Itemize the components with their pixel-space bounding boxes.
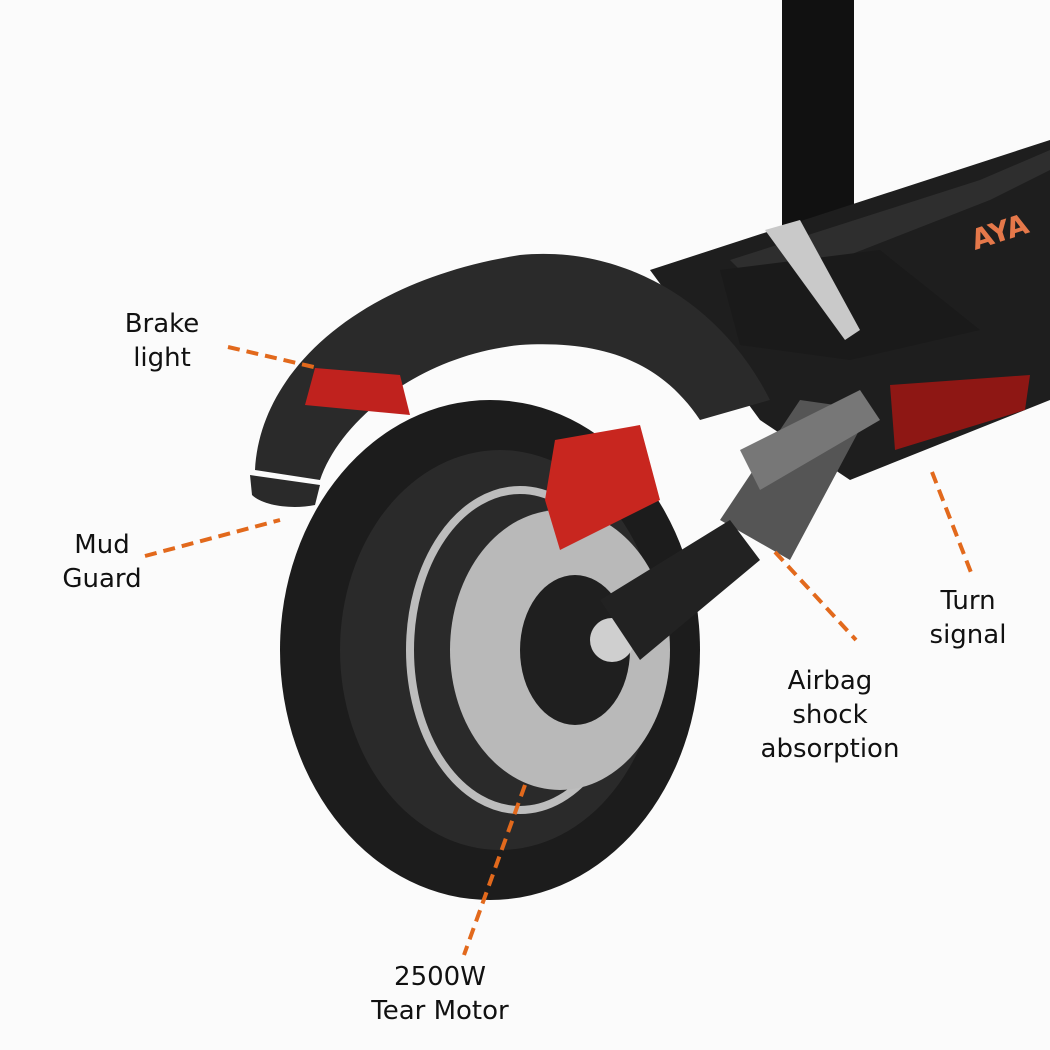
leader-motor bbox=[462, 784, 527, 956]
label-line: signal bbox=[929, 620, 1007, 650]
label-line: Tear Motor bbox=[371, 996, 509, 1026]
label-turn-signal: Turn signal bbox=[918, 584, 1018, 652]
label-line: 2500W bbox=[394, 962, 486, 992]
label-line: light bbox=[133, 343, 191, 373]
fold-bracket bbox=[720, 250, 980, 360]
label-line: Airbag bbox=[787, 666, 873, 696]
turn-signal bbox=[890, 375, 1030, 450]
leader-mud-guard bbox=[144, 518, 281, 558]
leader-brake-light bbox=[227, 345, 319, 370]
label-line: Mud bbox=[74, 530, 130, 560]
label-airbag-shock: Airbag shock absorption bbox=[750, 664, 910, 766]
label-mud-guard: Mud Guard bbox=[52, 528, 152, 596]
brake-caliper bbox=[545, 425, 660, 550]
label-line: Brake bbox=[124, 309, 200, 339]
label-line: Turn bbox=[940, 586, 996, 616]
brake-light bbox=[305, 368, 410, 415]
label-line: Guard bbox=[62, 564, 142, 594]
label-line: shock bbox=[792, 700, 868, 730]
leader-airbag bbox=[773, 550, 858, 642]
leader-lines bbox=[144, 345, 974, 956]
label-motor: 2500W Tear Motor bbox=[350, 960, 530, 1028]
label-line: absorption bbox=[760, 734, 900, 764]
label-brake-light: Brake light bbox=[112, 307, 212, 375]
mud-guard bbox=[255, 253, 770, 480]
